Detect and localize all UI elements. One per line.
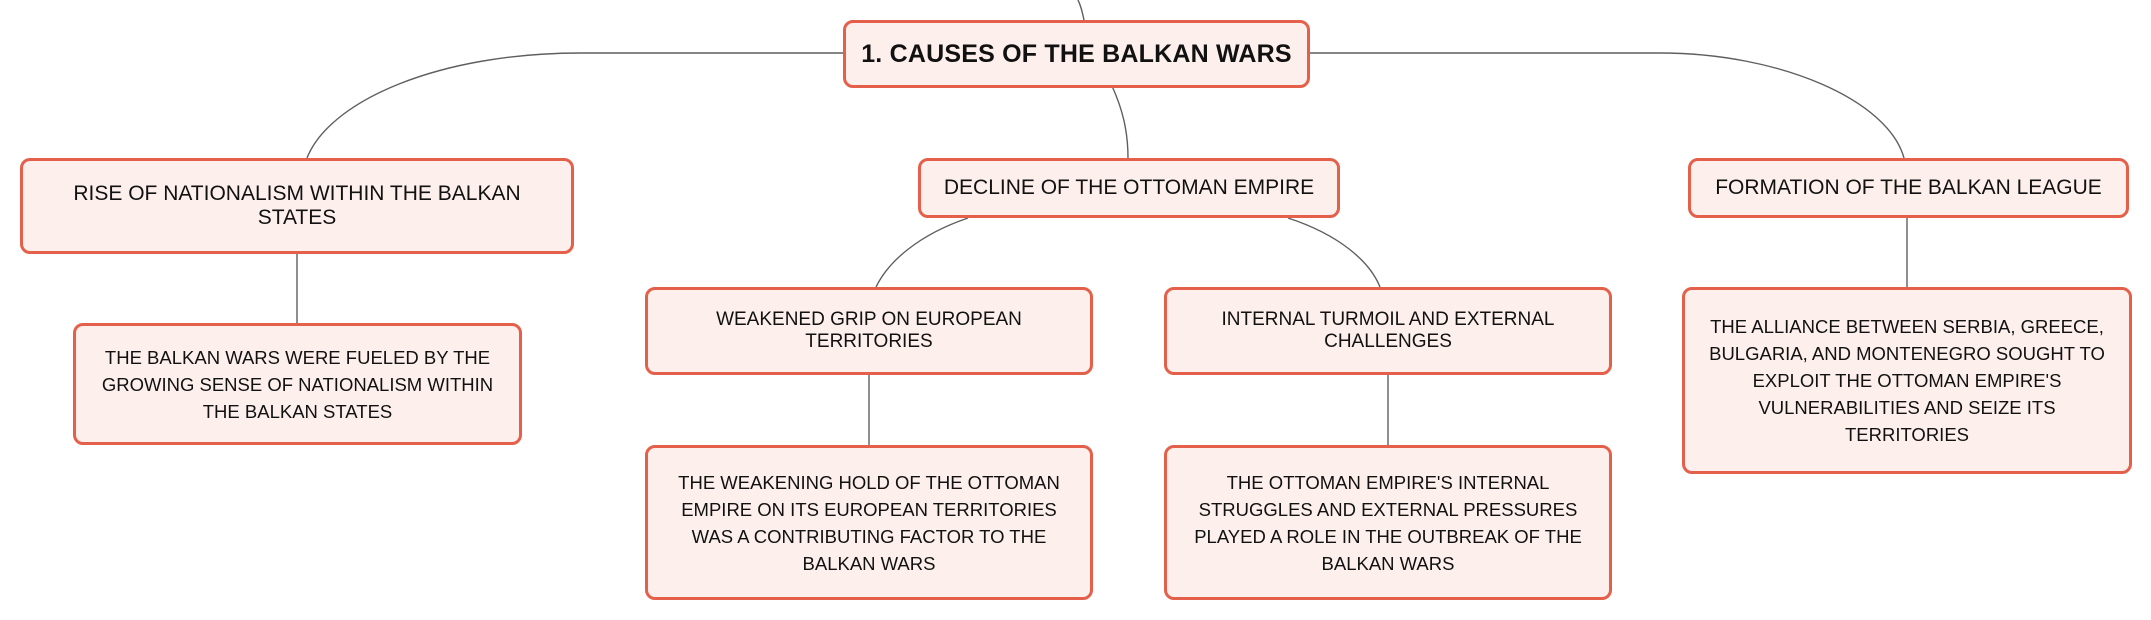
detail-internal-turmoil-text: THE OTTOMAN EMPIRE'S INTERNAL STRUGGLES … xyxy=(1194,471,1582,574)
connector-root-to-nationalism xyxy=(306,52,843,159)
connector-root-to-parent xyxy=(1077,0,1085,21)
topic-nationalism-label: RISE OF NATIONALISM WITHIN THE BALKAN ST… xyxy=(73,182,521,229)
subtopic-internal-turmoil-label: INTERNAL TURMOIL AND EXTERNAL CHALLENGES xyxy=(1221,309,1555,352)
detail-balkan-league-text: THE ALLIANCE BETWEEN SERBIA, GREECE, BUL… xyxy=(1709,316,2105,445)
subtopic-weakened-grip-node[interactable]: WEAKENED GRIP ON EUROPEAN TERRITORIES xyxy=(645,287,1093,375)
root-topic-node[interactable]: 1. CAUSES OF THE BALKAN WARS xyxy=(843,20,1310,88)
topic-balkan-league-label: FORMATION OF THE BALKAN LEAGUE xyxy=(1715,176,2102,199)
topic-nationalism-node[interactable]: RISE OF NATIONALISM WITHIN THE BALKAN ST… xyxy=(20,158,574,254)
detail-nationalism-node[interactable]: THE BALKAN WARS WERE FUELED BY THE GROWI… xyxy=(73,323,522,445)
connector-ottoman-to-turmoil xyxy=(1287,217,1381,288)
detail-internal-turmoil-node[interactable]: THE OTTOMAN EMPIRE'S INTERNAL STRUGGLES … xyxy=(1164,445,1612,600)
topic-ottoman-decline-node[interactable]: DECLINE OF THE OTTOMAN EMPIRE xyxy=(918,158,1340,218)
subtopic-weakened-grip-label: WEAKENED GRIP ON EUROPEAN TERRITORIES xyxy=(716,309,1022,352)
topic-balkan-league-node[interactable]: FORMATION OF THE BALKAN LEAGUE xyxy=(1688,158,2129,218)
connector-root-to-ottoman xyxy=(1111,85,1129,159)
detail-nationalism-text: THE BALKAN WARS WERE FUELED BY THE GROWI… xyxy=(101,346,494,422)
detail-weakened-grip-text: THE WEAKENING HOLD OF THE OTTOMAN EMPIRE… xyxy=(678,471,1060,574)
detail-weakened-grip-node[interactable]: THE WEAKENING HOLD OF THE OTTOMAN EMPIRE… xyxy=(645,445,1093,600)
detail-balkan-league-node[interactable]: THE ALLIANCE BETWEEN SERBIA, GREECE, BUL… xyxy=(1682,287,2132,474)
subtopic-internal-turmoil-node[interactable]: INTERNAL TURMOIL AND EXTERNAL CHALLENGES xyxy=(1164,287,1612,375)
topic-ottoman-decline-label: DECLINE OF THE OTTOMAN EMPIRE xyxy=(943,176,1315,199)
connector-ottoman-to-weakened xyxy=(875,217,969,288)
connector-root-to-league xyxy=(1310,52,1905,159)
root-topic-label: 1. CAUSES OF THE BALKAN WARS xyxy=(861,39,1292,68)
